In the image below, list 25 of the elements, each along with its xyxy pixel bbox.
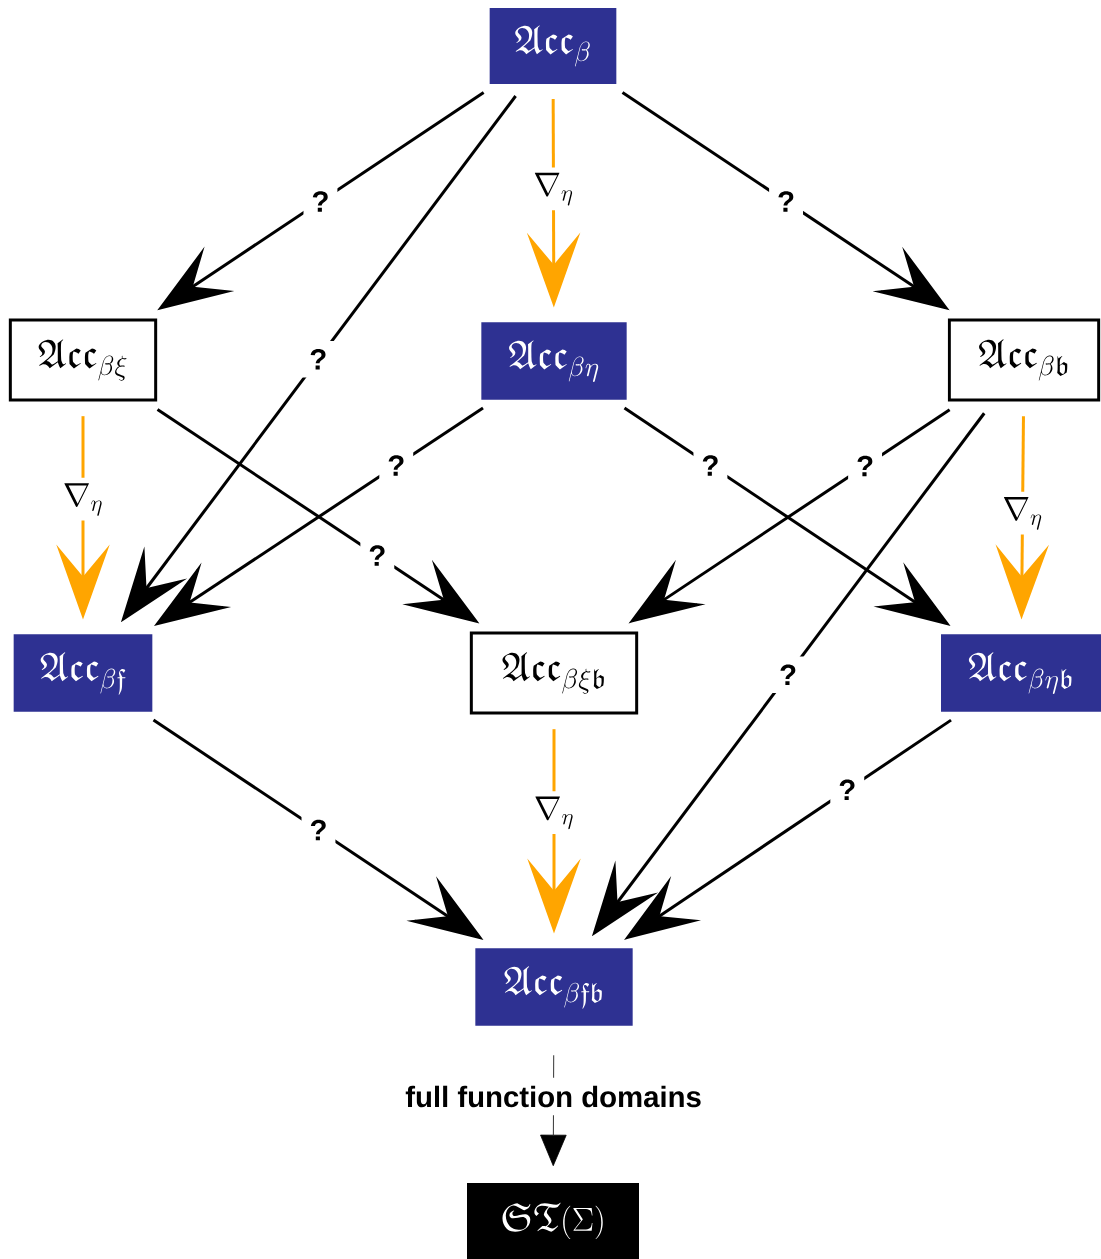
formula-box: $\mathfrak{Acc}_{\beta\mathfrak{b}}$ bbox=[947, 318, 1101, 402]
edge-label: ? bbox=[388, 455, 404, 476]
formula-box: $\mathfrak{Acc}_{\beta\eta\mathfrak{b}}$ bbox=[941, 634, 1101, 712]
edge-label: ? bbox=[857, 455, 873, 477]
formula-box: $\mathfrak{Acc}_{\beta\eta}$ bbox=[481, 322, 627, 400]
edge-label: full function domains bbox=[405, 1085, 701, 1108]
formula-box: $\mathfrak{ST}(\Sigma)$ bbox=[467, 1183, 639, 1259]
edge-label: ? bbox=[369, 545, 385, 566]
edge-label: $\nabla_{\eta}$ bbox=[64, 483, 102, 516]
formula-box: $\mathfrak{Acc}_{\beta\mathfrak{f}}$ bbox=[13, 634, 153, 712]
edge-label: $\nabla_{\eta}$ bbox=[1003, 497, 1042, 530]
formula-box: $\mathfrak{Acc}_{\beta}$ bbox=[489, 8, 617, 84]
edge-label: ? bbox=[778, 191, 794, 212]
edge-label: ? bbox=[310, 819, 326, 841]
edge-label: ? bbox=[310, 348, 326, 370]
arrow bbox=[540, 1054, 567, 1167]
edge-label: $\nabla_{\eta}$ bbox=[535, 796, 573, 830]
edge-label: $\nabla_{\eta}$ bbox=[534, 172, 573, 206]
edge-label: ? bbox=[839, 779, 855, 801]
formula-box: $\mathfrak{Acc}_{\beta\xi}$ bbox=[8, 318, 158, 402]
edge-label: ? bbox=[780, 664, 796, 686]
edge-label: ? bbox=[312, 191, 328, 212]
formula-box: $\mathfrak{Acc}_{\beta\mathfrak{f}\mathfrak{b}}$ bbox=[475, 948, 633, 1026]
edge-label: ? bbox=[702, 455, 718, 476]
formula-box: $\mathfrak{Acc}_{\beta\xi\mathfrak{b}}$ bbox=[469, 631, 639, 715]
